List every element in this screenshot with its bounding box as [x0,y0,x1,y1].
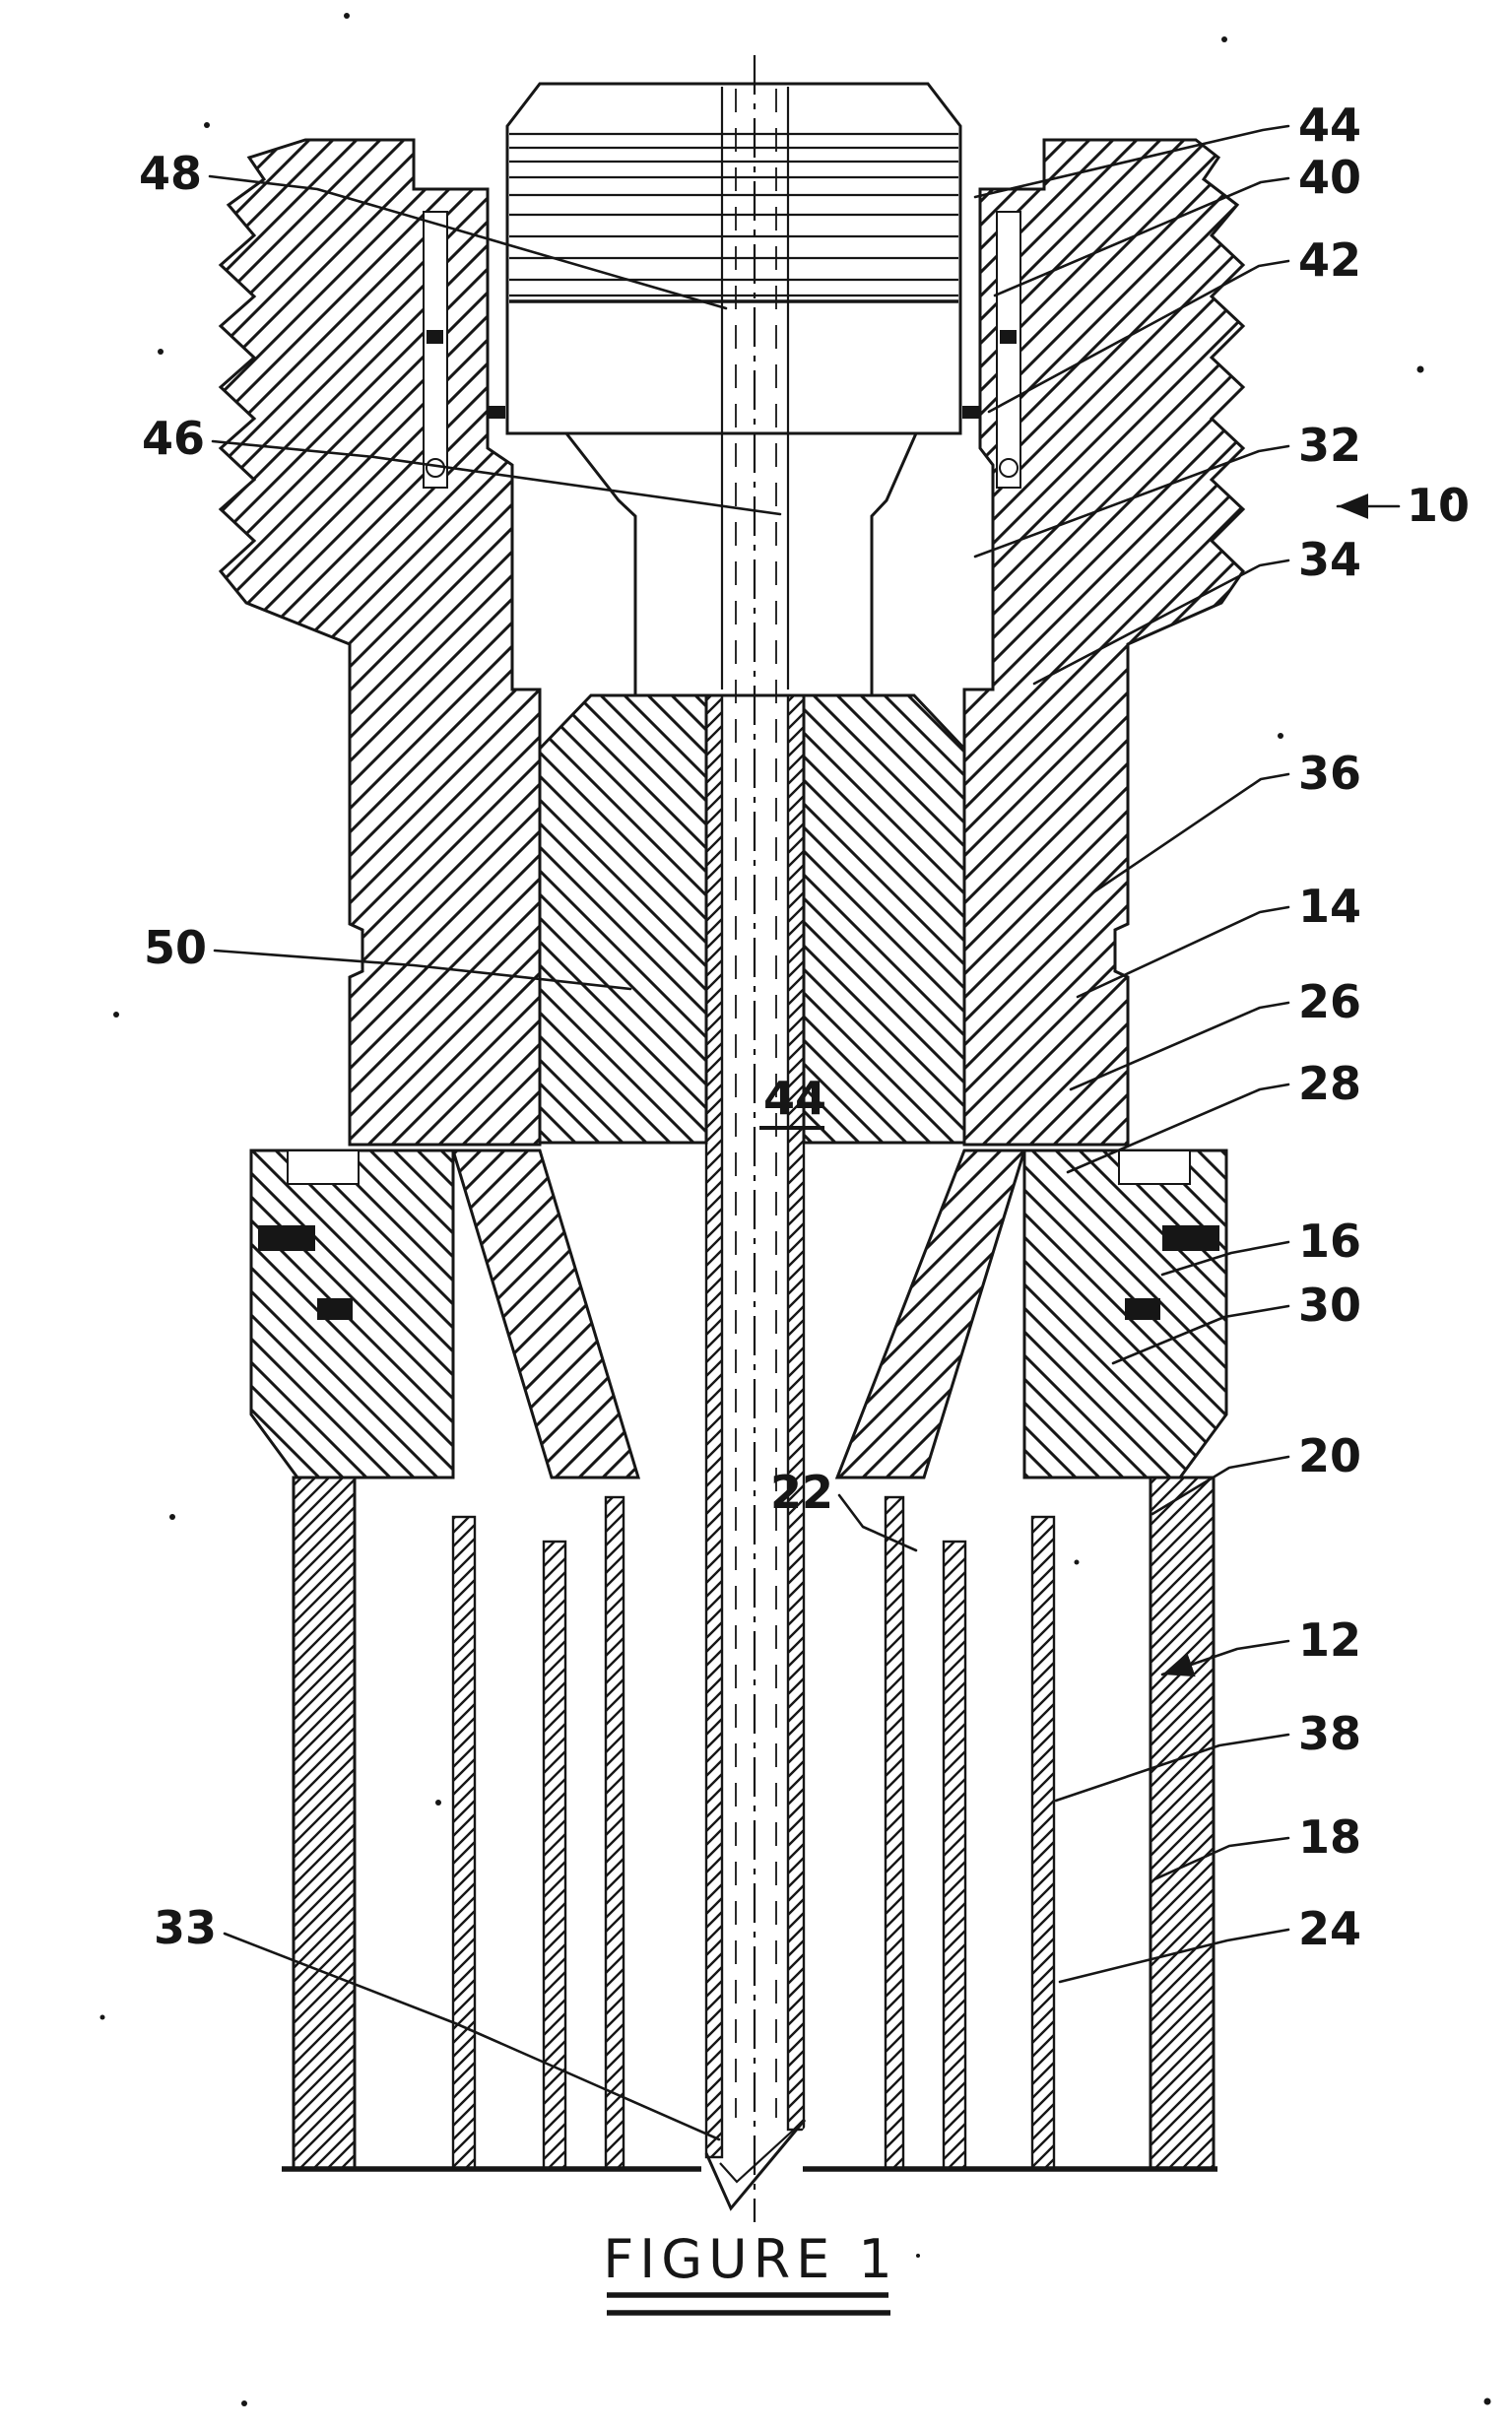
ref-label-38: 38 [1298,1707,1361,1760]
right-housing-section [962,138,1246,1147]
left-detent [427,330,443,344]
left-flange-seal-lower [317,1298,353,1320]
left-lower-taper [450,1149,641,1479]
leader-40 [993,176,1290,297]
ref-label-44-center: 44 [763,1072,826,1125]
pipe-break-mask [690,2118,813,2216]
liner-wall-left [604,1495,625,2171]
leader-12 [1160,1639,1290,1677]
ref-label-14: 14 [1298,880,1361,933]
figure-title: FIGURE 1 [603,2228,898,2290]
left-top-seal [489,406,505,419]
leader-26 [1069,1001,1290,1091]
ref-label-48: 48 [139,147,202,200]
ref-label-24: 24 [1298,1902,1361,1955]
ref-label-50: 50 [144,921,207,974]
leader-28 [1066,1083,1290,1174]
leader-48 [208,174,728,310]
leader-36 [1091,772,1290,894]
right-detent [1000,330,1017,344]
left-housing-section [218,138,542,1147]
leader-50 [213,949,632,991]
leader-24 [1058,1928,1290,1984]
ref-label-44-top: 44 [1298,99,1361,152]
leader-14 [1076,905,1290,999]
cap-thread-lines [509,132,958,303]
ref-label-20: 20 [1298,1429,1361,1482]
left-flange-notch [287,1150,360,1185]
ref-label-26: 26 [1298,975,1361,1028]
cap-shoulder [562,431,919,697]
outer-casing-wall-left [292,1476,357,2171]
right-flange-notch [1118,1150,1191,1185]
right-flange-seal-lower [1125,1298,1160,1320]
ref-label-36: 36 [1298,747,1361,800]
right-latch-slot [996,211,1021,489]
ref-label-30: 30 [1298,1279,1361,1332]
ref-label-18: 18 [1298,1810,1361,1864]
left-flange-seal-upper [258,1225,315,1251]
ref-label-12: 12 [1298,1613,1361,1667]
ref-label-32: 32 [1298,419,1361,472]
left-hanger-section [538,693,708,1145]
leader-30 [1111,1304,1290,1365]
leader-20 [1150,1455,1290,1516]
right-lock-ring [999,458,1019,478]
right-lower-taper [834,1149,1027,1479]
pipe-break-zigzag [704,2119,807,2211]
tubing-wall-right [942,1540,967,2171]
leader-16 [1160,1240,1290,1277]
casing-wall-left [451,1515,477,2171]
ref-label-42: 42 [1298,233,1361,287]
ref-label-22: 22 [770,1466,833,1519]
ref-label-33: 33 [154,1901,217,1954]
liner-wall-right [884,1495,905,2171]
right-top-seal [962,406,979,419]
casing-wall-right [1030,1515,1056,2171]
leader-32 [973,444,1290,558]
right-hanger-section [802,693,966,1145]
right-flange-seal-upper [1162,1225,1219,1251]
central-tube-wall-right [786,688,806,2132]
leader-38 [1054,1733,1290,1803]
central-tube-wall-left [704,688,724,2159]
leader-22 [837,1493,918,1552]
ref-label-46: 46 [142,412,205,465]
leader-18 [1152,1836,1290,1881]
leader-44-top [973,124,1290,199]
ref-label-28: 28 [1298,1057,1361,1110]
leader-34 [1032,558,1290,686]
outer-casing-wall-right [1149,1476,1216,2171]
ref-label-16: 16 [1298,1215,1361,1268]
left-lock-ring [426,458,445,478]
tubing-wall-left [542,1540,567,2171]
leader-33 [223,1932,721,2141]
reference-labels: 4440423210343614262816302012381824484650… [139,99,1470,2141]
scan-specks [99,13,1491,2406]
left-latch-slot [423,211,448,489]
pipe-break-zigzag-2 [719,2129,795,2184]
ref-label-34: 34 [1298,533,1361,586]
leader-46 [211,439,782,516]
ref-label-40: 40 [1298,151,1361,204]
ref-label-10: 10 [1407,479,1470,532]
leader-42 [987,259,1290,414]
